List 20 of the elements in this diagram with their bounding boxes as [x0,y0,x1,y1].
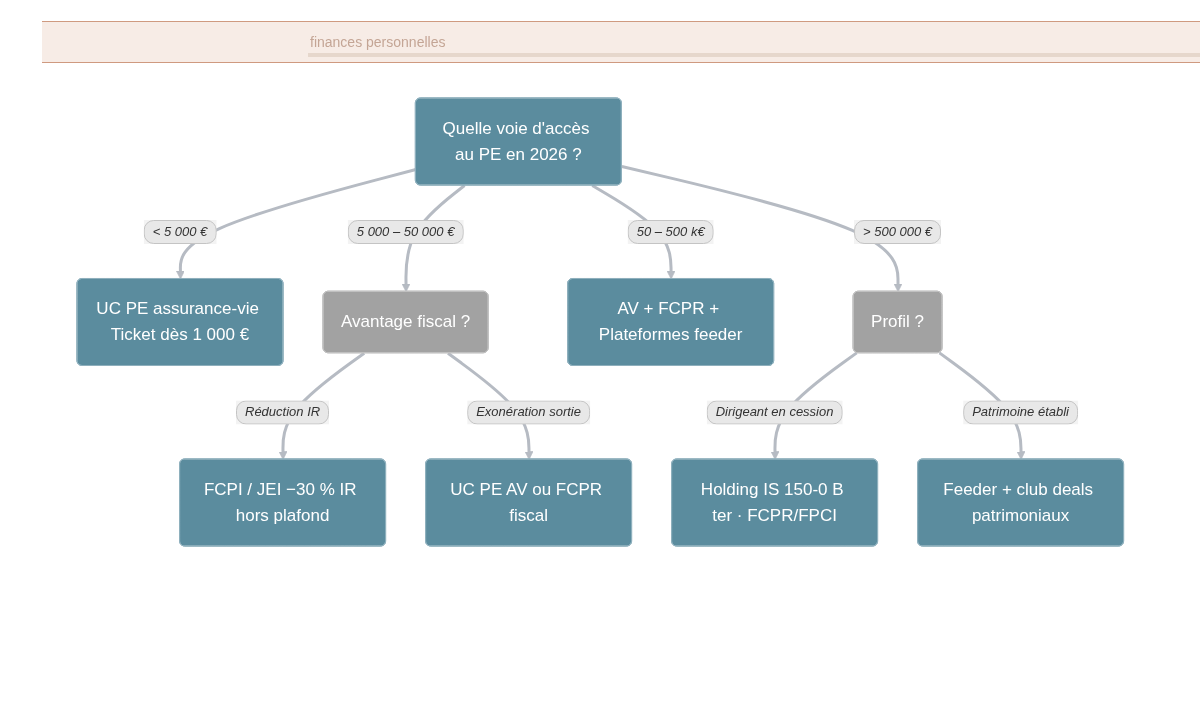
decision-box: Avantage fiscal ? [322,290,489,354]
decision-box: Profil ? [852,290,943,354]
edge-label: Patrimoine établi [962,400,1078,424]
result-box: Holding IS 150-0 B ter · FCPR/FPCI [670,458,878,547]
edge-label: 50 – 500 k€ [627,220,714,244]
arrow [621,165,903,293]
result-box: UC PE AV ou FCPR fiscal [424,458,632,547]
result-box: AV + FCPR + Plateformes feeder [566,278,774,366]
edge-label: > 500 000 € [853,220,941,244]
edge-label: < 5 000 € [143,220,216,244]
result-box: FCPI / JEI −30 % IR hors plafond [178,458,386,547]
edge-label: Dirigeant en cession [706,400,843,424]
edge-label: Réduction IR [235,400,329,424]
tagline-text: finances personnelles [310,34,446,50]
question-box: Quelle voie d'accès au PE en 2026 ? [414,97,622,186]
edge-label: Exonération sortie [466,400,590,424]
arrow [175,168,416,280]
result-box: UC PE assurance-vie Ticket dès 1 000 € [76,278,284,366]
edge-label: 5 000 – 50 000 € [347,220,464,244]
result-box: Feeder + club deals patrimoniaux [916,458,1124,547]
